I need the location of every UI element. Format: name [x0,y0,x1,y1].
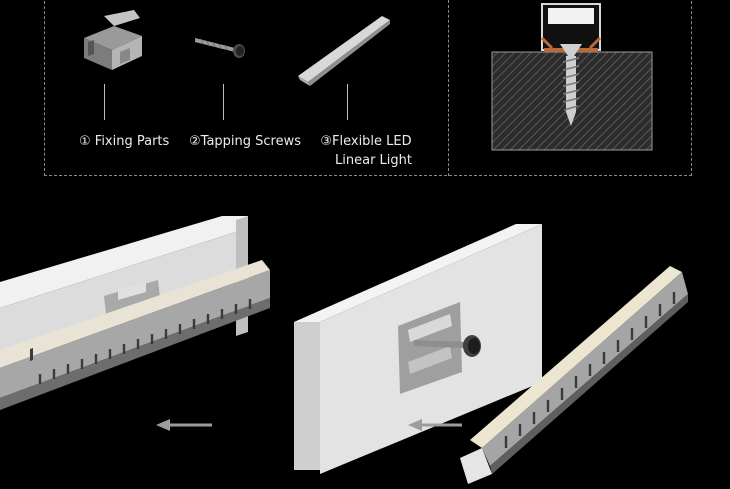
leader-line-screws [223,84,224,120]
leader-line-fixing [104,84,105,120]
legend-label-led-line1: ③Flexible LED [320,134,412,149]
legend-label-led: ③Flexible LED Linear Light [320,132,412,170]
cross-section-diagram [491,3,653,151]
arrow-left-icon [408,419,462,431]
leader-line-led [347,84,348,120]
screw-icon [195,38,245,58]
legend-divider [448,0,449,176]
legend-label-fixing-parts: ① Fixing Parts [79,134,170,149]
legend-label-led-line2: Linear Light [335,153,412,168]
legend-label-tapping-screws: ②Tapping Screws [189,134,302,149]
fixing-part-icon [84,10,142,70]
led-strip-icon [298,16,390,86]
exploded-installation-scene [294,224,688,484]
installed-light-scene [0,216,270,410]
legend-frame [44,0,692,176]
arrow-left-icon [156,419,212,431]
